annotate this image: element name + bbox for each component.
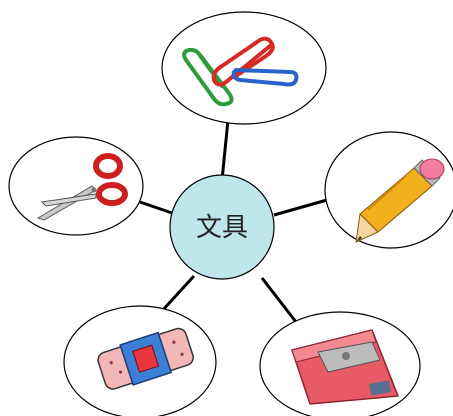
node-scissors	[8, 136, 144, 236]
hub-label: 文具	[196, 213, 248, 243]
connector-scissors	[139, 200, 173, 215]
eraser-icon	[97, 327, 194, 390]
connector-sharpener	[260, 277, 298, 323]
paper-clips-icon	[182, 36, 299, 107]
scissors-icon	[36, 153, 128, 221]
pencil-icon	[355, 158, 445, 243]
connector-paper-clips	[220, 119, 230, 181]
hub-circle	[169, 174, 275, 280]
pencil-sharpener-icon	[291, 329, 400, 405]
connector-pencil	[273, 196, 335, 217]
